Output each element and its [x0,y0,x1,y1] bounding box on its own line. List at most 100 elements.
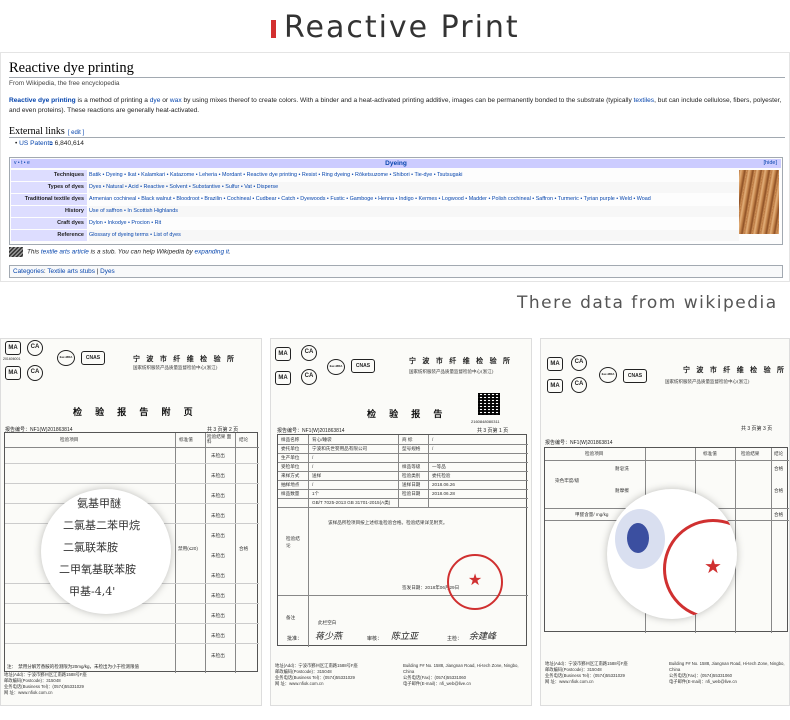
ilac-mark: ilac-MRA [327,359,345,375]
cma-seal: MA [547,379,563,393]
field-label: 样品名称 [281,437,300,442]
cal-seal: CA [27,365,43,381]
pass-value: 合格 [774,466,784,471]
row-divider [278,489,528,490]
field-value: / [312,464,314,469]
row-divider [5,643,259,644]
navbox-title[interactable]: Dyeing [385,160,407,167]
category-link[interactable]: Dyes [100,268,115,275]
footer-postcode: 邮政编码(Postcode)：315048 [4,678,61,683]
cma-seal: MA [275,371,291,385]
hide-toggle[interactable]: [hide] [763,160,777,166]
doc-title: 检 验 报 告 附 页 [73,408,198,418]
field-label: 受检单位 [281,464,300,469]
edit-link[interactable]: [ edit ] [67,130,85,136]
row-divider [5,447,259,448]
navbox-list[interactable]: Dyes • Natural • Acid • Reactive • Solve… [89,182,739,193]
limit-value: 禁用(≤20) [178,546,198,551]
navbox-list[interactable]: Dylon • Inkodye • Procion • Rit [89,220,162,226]
category-link[interactable]: Textile arts stubs [47,268,95,275]
lead-link[interactable]: Reactive dye printing [9,97,76,104]
pass-value: 合格 [774,512,784,517]
report-number: 报告编号：NF1(W)201863814 [545,440,613,446]
row-divider [278,453,528,454]
sub-item: 耐皂洗 [615,466,629,471]
footnote: 注： 禁用分解芳香胺的检测限为20mg/kg，未检出为小于检测限值 [7,664,140,669]
row-divider [5,483,259,484]
navbox-group: Techniques [11,170,87,181]
conclusion-text: 该样品所检项目按上述标准检验合格。检验结果详见附页。 [328,520,448,525]
result-value: 未检出 [211,553,225,558]
field-label: 来样方式 [281,473,300,478]
inspection-report-page-1: MA CA MA CA ilac-MRA CNAS 宁 波 市 纤 维 检 验 … [270,338,532,706]
footer-email: 电子邮件(E-mail)：nfi_web@live.cn [669,679,737,684]
col-divider [175,433,176,673]
textile-stub-icon [9,247,23,257]
cnas-mark: CNAS [623,369,647,383]
col-divider [205,433,206,673]
navbox-list[interactable]: Use of saffron • In Scottish Highlands [89,206,739,217]
textiles-link[interactable]: textiles [633,97,655,104]
navbox-list[interactable]: Armenian cochineal • Black walnut • Bloo… [89,196,651,202]
field-label: 生产单位 [281,455,300,460]
vte-links[interactable]: v • t • e [14,160,30,166]
row-divider [5,623,259,624]
institute-subname: 国家纺织服装产品质量监督检验中心(浙江) [409,370,494,375]
dye-link[interactable]: dye [149,97,161,104]
result-value: 未检出 [211,453,225,458]
institute-name: 宁 波 市 纤 维 检 验 所 [683,365,787,374]
institute-name: 宁 波 市 纤 维 检 验 所 [409,356,513,365]
navbox-list[interactable]: Glossary of dyeing terms • List of dyes [89,230,739,241]
field-value: / [312,482,314,487]
stub-article-link[interactable]: textile arts article [40,248,89,256]
field-label: 抽样地点 [281,482,300,487]
issue-date: 签发日期：2018年06月29日 [402,585,460,590]
patent-link[interactable]: US Patent [19,140,50,147]
col-divider [308,435,309,647]
result-value: 未检出 [211,473,225,478]
cal-seal: CA [301,345,317,361]
red-official-stamp: ★ [663,519,737,619]
footer-contacts-en: Building F# No. 1588, Jiangnan Road, Hi-… [403,663,528,687]
institute-subname: 国家纺织服装产品质量监督检验中心(浙江) [665,380,750,385]
wax-link[interactable]: wax [169,97,182,104]
footer-contacts: 地址(Add)：宁波市鄞州区江南路1588号F座 邮政编码(Postcode)：… [4,672,87,696]
para-text: by using mixes thereof to create colors.… [181,97,634,104]
section-divider [9,137,785,138]
qr-code[interactable] [478,393,500,415]
expand-link[interactable]: expanding it [194,248,229,256]
report-number: 报告编号：NF1(W)201863814 [277,428,345,434]
page-number: 共 3 页第 2 页 [207,427,239,433]
field-value: 一等品 [432,464,446,469]
result-value: 未检出 [211,513,225,518]
cnas-mark: CNAS [351,359,375,373]
navbox-list[interactable]: Batik • Dyeing • Ikat • Kalamkari • Kata… [89,172,463,178]
magnified-line: 二氯基二苯甲烷 [63,519,140,532]
footer-address: 地址(Add)：宁波市鄞州区江南路1588号F座 [4,672,87,677]
cnas-mark: CNAS [81,351,105,365]
dyed-yarn-image[interactable] [739,170,779,234]
stub-text: This [27,248,41,256]
footer-contacts: 地址(Add)：宁波市鄞州区江南路1588号F座 邮政编码(Postcode)：… [275,663,358,687]
accent-bar [271,20,276,38]
footer-phone: 业务电话(Business Tel)：(0574)55331029 [4,684,84,689]
cma-seal: MA [275,347,291,361]
field-value: 背心/睡袋 [312,437,332,442]
field-label: 样品等级 [402,464,421,469]
pass-value: 合格 [774,488,784,493]
red-official-stamp: ★ [447,554,503,610]
patent-number: 6,840,614 [52,140,84,147]
para-text: or [160,97,170,104]
field-value: 1个 [312,491,320,496]
check-label: 主检： [447,636,463,642]
categories-link[interactable]: Categories [13,268,44,275]
para-text: , but can include cellulose, fibers, pol… [9,97,782,114]
col-header-conclusion: 结论 [774,451,784,456]
field-value: 宁波和氏世婴用品有限公司 [312,446,368,451]
cal-seal: CA [301,369,317,385]
row-divider [278,471,528,472]
cal-seal: CA [571,355,587,371]
navbox-group: Reference [11,230,87,241]
col-header-limit: 标准值 [703,451,717,456]
